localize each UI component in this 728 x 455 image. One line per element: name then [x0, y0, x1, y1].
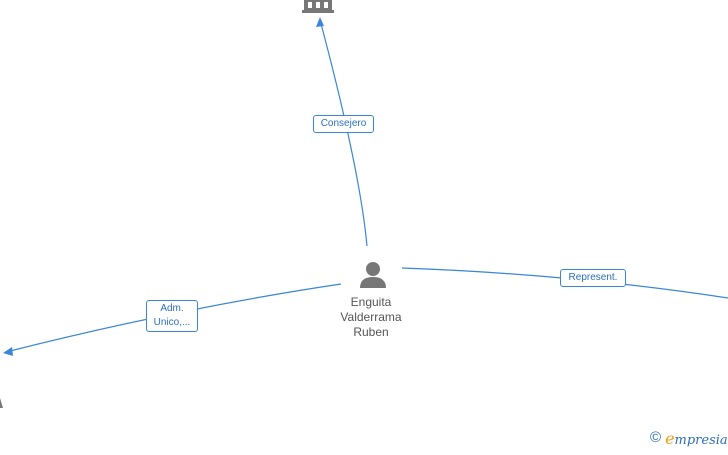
- person-icon[interactable]: [360, 262, 386, 288]
- left-node-icon[interactable]: [0, 398, 3, 408]
- brand-initial: e: [665, 428, 675, 448]
- edge-label-adm-unico-line2: Unico,...: [153, 317, 191, 328]
- person-name-line1: Enguita: [350, 295, 392, 309]
- edge-label-adm-unico-line1: Adm.: [160, 303, 184, 314]
- edge-label-adm-unico[interactable]: Adm. Unico,...: [146, 300, 198, 332]
- edge-label-consejero-text: Consejero: [320, 118, 367, 129]
- copyright-icon: ©: [650, 429, 662, 446]
- edge-label-represent-text: Represent.: [568, 272, 618, 283]
- edge-consejero-line: [319, 19, 368, 247]
- brand-watermark: © empresia: [650, 428, 728, 448]
- edge-label-represent[interactable]: Represent.: [560, 269, 626, 287]
- edge-consejero-arrow: [316, 17, 324, 27]
- edge-label-consejero[interactable]: Consejero: [313, 115, 374, 133]
- person-name-label[interactable]: Enguita Valderrama Ruben: [326, 295, 416, 340]
- company-building-icon[interactable]: [302, 0, 334, 13]
- brand-logo-text: empresia: [665, 429, 728, 448]
- edge-adm-unico-arrow: [3, 347, 13, 356]
- person-name-line3: Ruben: [353, 325, 389, 339]
- person-name-line2: Valderrama: [340, 310, 402, 324]
- brand-name-rest: mpresia: [674, 432, 728, 448]
